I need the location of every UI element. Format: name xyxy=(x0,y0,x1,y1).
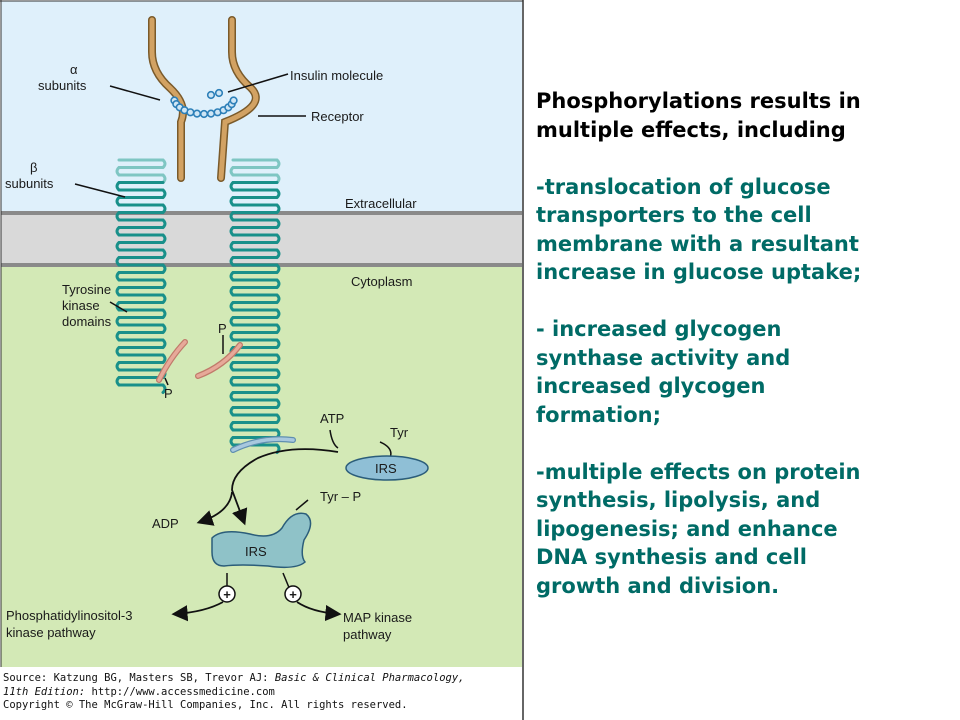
insulin-residue xyxy=(214,88,224,98)
cytoplasm-label: Cytoplasm xyxy=(351,274,412,289)
insulin-residue xyxy=(192,109,202,118)
effect-glucose-transport: -translocation of glucose transporters t… xyxy=(536,174,862,285)
extracellular-region xyxy=(1,1,522,213)
irs-inactive-label: IRS xyxy=(375,461,397,476)
effect-glycogen-synthase: - increased glycogen synthase activity a… xyxy=(536,317,791,427)
extracellular-label: Extracellular xyxy=(345,196,417,211)
adp-label: ADP xyxy=(152,516,179,531)
insulin-receptor-diagram: α subunits Insulin molecule Receptor β s… xyxy=(0,0,524,720)
beta-subunit-right xyxy=(229,158,281,454)
copyright-line: Copyright © The McGraw-Hill Companies, I… xyxy=(3,699,408,711)
pi3k-arrow xyxy=(171,601,224,622)
insulin-residue xyxy=(229,96,238,105)
phosphate-label-bottom: P xyxy=(164,386,173,401)
effect-protein-synthesis: -multiple effects on protein synthesis, … xyxy=(536,459,861,598)
beta-symbol-label: β xyxy=(30,160,37,175)
tyrosine-kinase-label-line2: kinase xyxy=(62,298,100,313)
mapk-label-line2: pathway xyxy=(343,627,392,642)
tyrosine-kinase-label-line1: Tyrosine xyxy=(62,282,111,297)
source-line-1: Source: Katzung BG, Masters SB, Trevor A… xyxy=(3,672,465,684)
alpha-symbol-label: α xyxy=(70,62,78,77)
tyr-label: Tyr xyxy=(390,425,409,440)
plus-sign-left: + xyxy=(223,587,231,602)
pi3k-label-line1: Phosphatidylinositol-3 xyxy=(6,608,132,623)
mapk-arrow xyxy=(296,601,342,622)
activation-circle-left xyxy=(218,585,236,603)
irs-inactive xyxy=(345,455,429,481)
beta-subunits-label: subunits xyxy=(5,176,54,191)
plus-sign-right: + xyxy=(289,587,297,602)
phosphate-label-top: P xyxy=(218,321,227,336)
insulin-residue xyxy=(206,90,216,100)
atp-label: ATP xyxy=(320,411,344,426)
insulin-molecule-label: Insulin molecule xyxy=(290,68,383,83)
insulin-residue xyxy=(206,109,216,118)
activation-circle-right xyxy=(284,585,302,603)
beta-chain-coil xyxy=(229,181,281,454)
beta-subunit-left xyxy=(115,158,167,394)
receptor-label: Receptor xyxy=(311,109,364,124)
effects-text-panel: Phosphorylations results in multiple eff… xyxy=(536,87,946,629)
mapk-label-line1: MAP kinase xyxy=(343,610,412,625)
beta-chain-coil xyxy=(115,181,167,394)
diagram-canvas: α subunits Insulin molecule Receptor β s… xyxy=(0,0,524,720)
tyrosine-kinase-label-line3: domains xyxy=(62,314,112,329)
insulin-molecule xyxy=(170,88,238,119)
figure-source-credit: Source: Katzung BG, Masters SB, Trevor A… xyxy=(3,672,523,713)
pi3k-label-line2: kinase pathway xyxy=(6,625,96,640)
source-line-2: 11th Edition: http://www.accessmedicine.… xyxy=(3,685,275,698)
effects-heading: Phosphorylations results in multiple eff… xyxy=(536,89,861,142)
irs-active-label: IRS xyxy=(245,544,267,559)
adp-release-arrow xyxy=(196,491,233,526)
tyr-p-label: Tyr – P xyxy=(320,489,361,504)
alpha-subunits-label: subunits xyxy=(38,78,87,93)
irs-active xyxy=(211,512,312,569)
atp-to-irs-arrow xyxy=(231,448,339,526)
insulin-residue xyxy=(199,109,209,119)
insulin-residue xyxy=(186,108,195,117)
